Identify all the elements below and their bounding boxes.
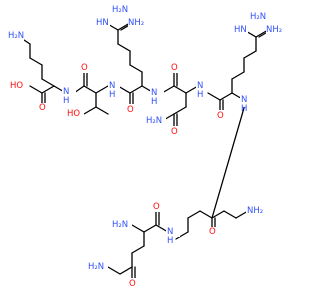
arg2-h-label: H [241, 104, 247, 114]
peptide-structure: H₂N HO O N H O HO N H O H₂N HN NH₂ N [6, 5, 286, 289]
gln-amide-nh2-label: H₂N [88, 262, 104, 272]
lys2-h-label: H [167, 236, 173, 246]
arg2-nh-label: N [241, 95, 247, 105]
asn-carbonyl-o-label: O [171, 63, 178, 73]
gln-amine-label: H₂N [112, 220, 128, 230]
arg2-carbonyl-o-label: O [217, 111, 224, 121]
thr-nh-label: N [109, 81, 115, 91]
lys2-amine-label: NH₂ [247, 206, 263, 216]
lys-nh-label: N [63, 87, 69, 97]
arg2-guanidine-nh-label: HN [234, 25, 247, 35]
arg1-nh-label: N [151, 88, 157, 98]
arg2-guanidine-nh2-label: H₂N [250, 12, 266, 22]
asn-nh-label: N [197, 81, 203, 91]
arg1-h-label: H [151, 97, 157, 107]
atom-labels: H₂N HO O N H O HO N H O H₂N HN NH₂ N [6, 5, 286, 289]
lys-amine-label: H₂N [8, 31, 24, 41]
arg1-guanidine-nh-label: HN [96, 18, 109, 28]
carboxyl-o-label: O [39, 103, 46, 113]
thr-h-label: H [109, 90, 115, 100]
lys-h-label: H [63, 96, 69, 106]
thr-carbonyl-o-label: O [81, 63, 88, 73]
carboxyl-oh-label: HO [10, 81, 23, 91]
molecule-canvas: H₂N HO O N H O HO N H O H₂N HN NH₂ N [6, 5, 286, 289]
lys2-carbonyl-o-label: O [209, 227, 216, 237]
lys2-nh-label: N [167, 227, 173, 237]
bonds [17, 22, 272, 282]
gln-amide-o-label: O [129, 279, 136, 289]
gln-carbonyl-o-label: O [153, 202, 160, 212]
asn-amide-nh2-label: H₂N [146, 116, 162, 126]
asn-h-label: H [197, 90, 203, 100]
asn-amide-o-label: O [171, 127, 178, 137]
thr-hydroxyl-label: HO [67, 109, 80, 119]
arg2-guanidine-nh2b-label: NH₂ [266, 25, 282, 35]
arg1-guanidine-nh2-label: H₂N [112, 5, 128, 15]
arg1-carbonyl-o-label: O [127, 105, 134, 115]
arg1-guanidine-nh2b-label: NH₂ [128, 18, 144, 28]
